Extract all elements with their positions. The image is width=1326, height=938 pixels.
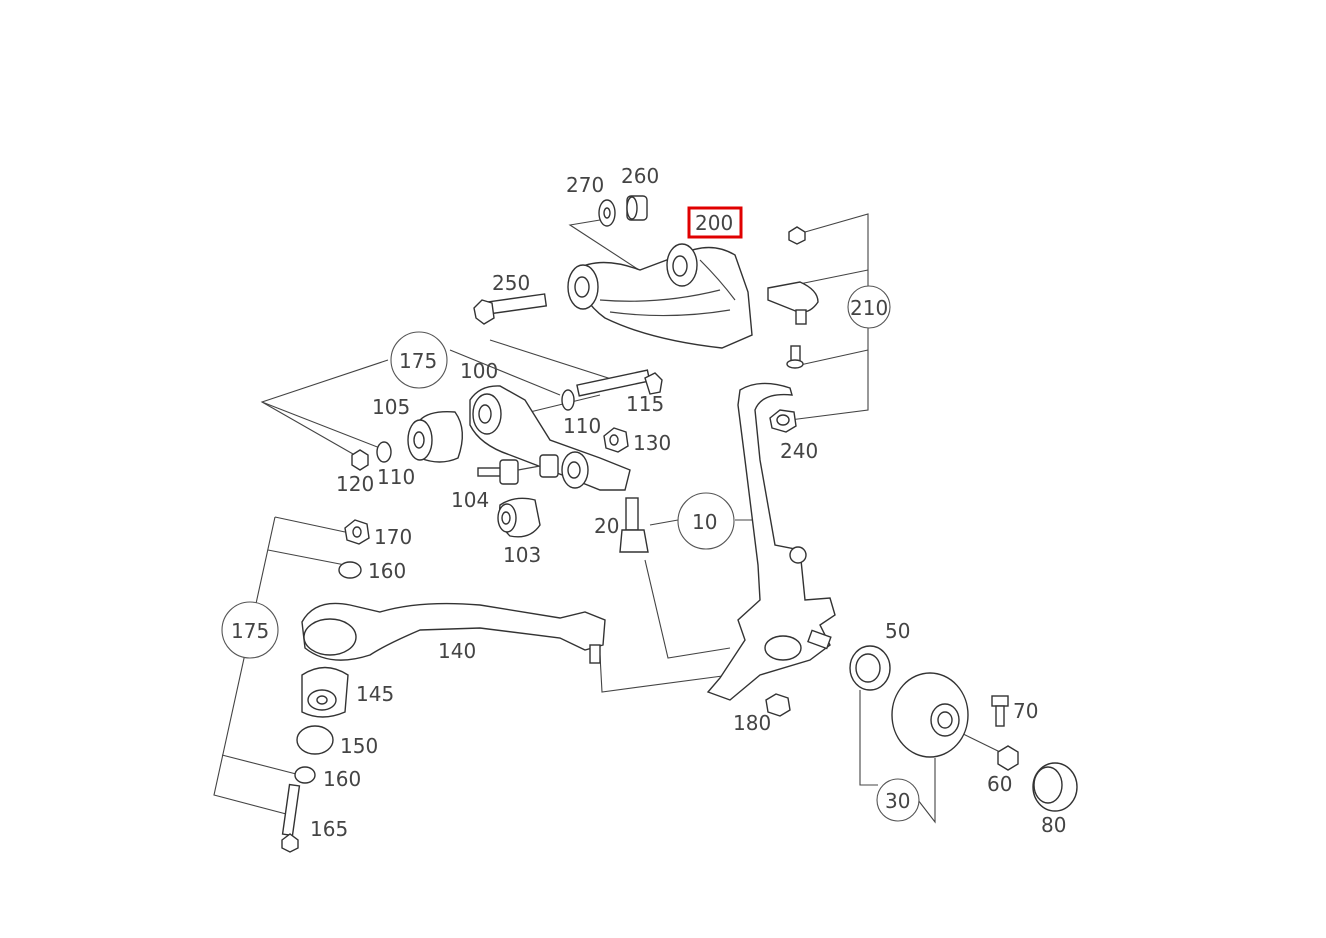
- label-170: 170: [374, 525, 412, 549]
- bolt-165: [281, 783, 301, 853]
- leader-lines: [213, 213, 1001, 824]
- label-210: 210: [850, 296, 888, 320]
- upper-control-arm-200: [567, 243, 753, 349]
- bushing-260: [626, 195, 648, 221]
- label-20: 20: [594, 514, 619, 538]
- label-110-upper: 110: [563, 414, 601, 438]
- callout-circle-10: [677, 492, 735, 550]
- label-30: 30: [885, 789, 910, 813]
- label-103: 103: [503, 543, 541, 567]
- label-110-lower: 110: [377, 465, 415, 489]
- washer-110-upper: [561, 389, 575, 411]
- washer-160-lower: [294, 766, 316, 784]
- label-145: 145: [356, 682, 394, 706]
- nut-120: [351, 449, 369, 471]
- label-175-upper: 175: [399, 349, 437, 373]
- bolt-115: [576, 369, 663, 397]
- label-240: 240: [780, 439, 818, 463]
- label-150: 150: [340, 734, 378, 758]
- nut-130: [603, 427, 629, 453]
- label-260: 260: [621, 164, 659, 188]
- bushing-103: [497, 497, 541, 538]
- callout-circle-175-lower: [221, 601, 279, 659]
- label-160-upper: 160: [368, 559, 406, 583]
- bushing-145: [301, 666, 349, 718]
- label-104: 104: [451, 488, 489, 512]
- callout-circle-175-upper: [390, 331, 448, 389]
- ball-joint-210: [767, 226, 819, 369]
- stud-104: [477, 454, 559, 485]
- label-100: 100: [460, 359, 498, 383]
- bushing-105: [407, 410, 463, 463]
- bolt-70: [991, 695, 1009, 727]
- label-105: 105: [372, 395, 410, 419]
- wheel-hub: [891, 672, 969, 758]
- control-arm-100: [469, 385, 631, 491]
- bolt-250: [473, 293, 548, 325]
- label-140: 140: [438, 639, 476, 663]
- spacer-150: [296, 725, 334, 755]
- label-180: 180: [733, 711, 771, 735]
- lower-control-arm-140: [301, 602, 606, 664]
- label-270: 270: [566, 173, 604, 197]
- steering-knuckle-10: [706, 382, 836, 701]
- cap-80: [1032, 762, 1078, 812]
- label-70: 70: [1013, 699, 1038, 723]
- label-160-lower: 160: [323, 767, 361, 791]
- label-10: 10: [692, 510, 717, 534]
- nut-170: [344, 519, 370, 545]
- label-120: 120: [336, 472, 374, 496]
- label-250: 250: [492, 271, 530, 295]
- label-130: 130: [633, 431, 671, 455]
- label-200[interactable]: 200: [695, 211, 733, 235]
- label-115: 115: [626, 392, 664, 416]
- label-60: 60: [987, 772, 1012, 796]
- nut-180: [765, 693, 791, 717]
- part-labels: 270 260 200 250 210 175 100 105 115 110 …: [231, 164, 1066, 841]
- callout-circle-210: [847, 285, 891, 329]
- washer-110-lower: [376, 441, 392, 463]
- label-80: 80: [1041, 813, 1066, 837]
- nut-240: [769, 409, 797, 433]
- washer-270: [598, 199, 616, 227]
- ball-joint-20: [619, 497, 649, 553]
- callout-circle-30: [876, 778, 920, 822]
- label-50: 50: [885, 619, 910, 643]
- highlight-box-200: [687, 206, 743, 239]
- label-165: 165: [310, 817, 348, 841]
- washer-160-upper: [338, 561, 362, 579]
- seal-50: [849, 645, 891, 691]
- nut-60: [997, 745, 1019, 771]
- label-175-lower: 175: [231, 619, 269, 643]
